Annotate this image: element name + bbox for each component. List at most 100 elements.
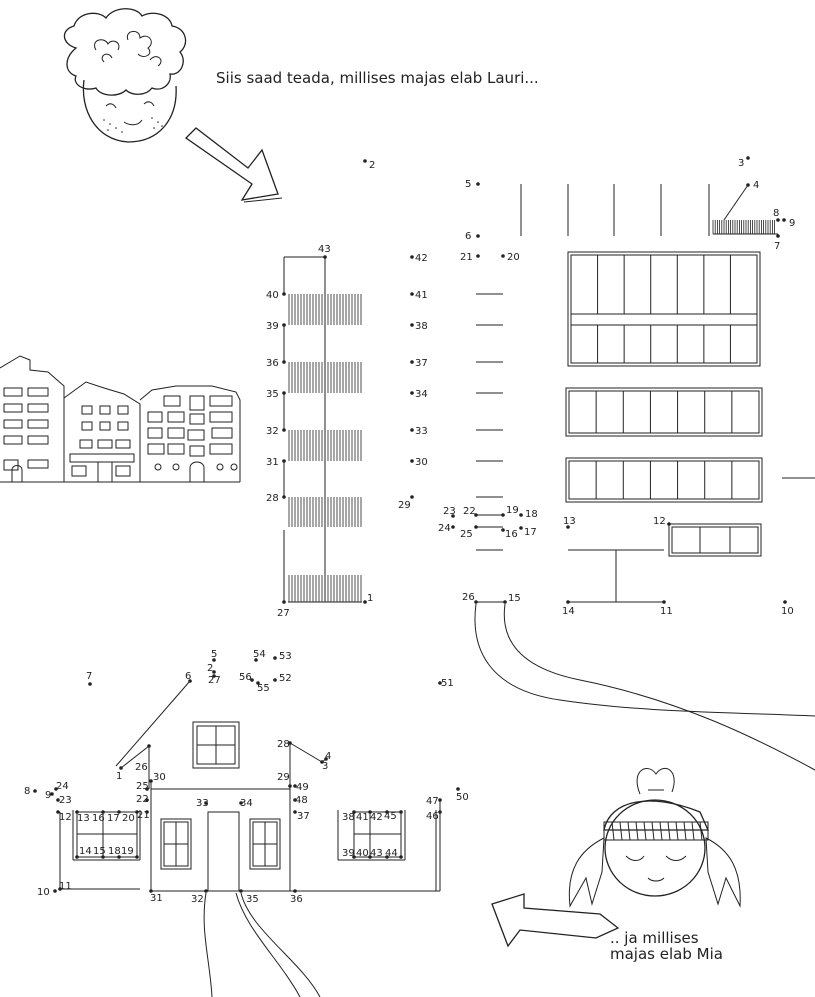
dot-marker[interactable] bbox=[54, 787, 58, 791]
dot-marker[interactable] bbox=[145, 787, 149, 791]
dot-marker[interactable] bbox=[293, 889, 297, 893]
dot-marker[interactable] bbox=[293, 784, 297, 788]
dot-marker[interactable] bbox=[410, 391, 414, 395]
bottom-dot-17[interactable]: 17 bbox=[107, 810, 121, 824]
top-dot-21[interactable]: 21 bbox=[460, 252, 480, 263]
top-dot-28[interactable]: 28 bbox=[266, 493, 286, 504]
bottom-dot-37[interactable]: 37 bbox=[293, 810, 310, 822]
dot-marker[interactable] bbox=[776, 218, 780, 222]
top-dot-19[interactable]: 19 bbox=[501, 505, 519, 517]
bottom-dot-23[interactable]: 23 bbox=[56, 795, 72, 806]
bottom-dot-16[interactable]: 16 bbox=[92, 810, 105, 824]
dot-marker[interactable] bbox=[501, 513, 505, 517]
dot-marker[interactable] bbox=[239, 889, 243, 893]
bottom-dot-41[interactable]: 41 bbox=[356, 810, 372, 823]
bottom-dot-39[interactable]: 39 bbox=[342, 848, 356, 859]
top-dot-41[interactable]: 41 bbox=[410, 290, 428, 301]
dot-marker[interactable] bbox=[239, 801, 243, 805]
top-dot-31[interactable]: 31 bbox=[266, 457, 286, 468]
top-dot-26[interactable]: 26 bbox=[462, 592, 478, 604]
top-dot-16[interactable]: 16 bbox=[501, 528, 518, 540]
dot-marker[interactable] bbox=[282, 495, 286, 499]
bottom-dot-43[interactable]: 43 bbox=[370, 848, 389, 859]
bottom-dot-1[interactable]: 1 bbox=[116, 766, 123, 782]
top-dot-8[interactable]: 8 bbox=[773, 208, 780, 222]
bottom-dot-36[interactable]: 36 bbox=[290, 889, 303, 905]
bottom-dot-20[interactable]: 20 bbox=[122, 810, 139, 824]
top-dot-14[interactable]: 14 bbox=[562, 600, 575, 617]
dot-marker[interactable] bbox=[501, 254, 505, 258]
bottom-dot-3[interactable]: 3 bbox=[320, 760, 328, 772]
dot-marker[interactable] bbox=[320, 760, 324, 764]
bottom-dot-14[interactable]: 14 bbox=[75, 846, 92, 859]
dot-marker[interactable] bbox=[410, 323, 414, 327]
dot-marker[interactable] bbox=[58, 887, 62, 891]
bottom-dot-12[interactable]: 12 bbox=[56, 810, 72, 823]
top-dot-9[interactable]: 9 bbox=[782, 218, 795, 229]
bottom-dot-28[interactable]: 28 bbox=[277, 739, 292, 750]
dot-marker[interactable] bbox=[438, 810, 442, 814]
bottom-dot-35[interactable]: 35 bbox=[239, 889, 259, 905]
dot-marker[interactable] bbox=[256, 681, 260, 685]
dot-marker[interactable] bbox=[145, 798, 149, 802]
dot-marker[interactable] bbox=[476, 234, 480, 238]
top-dot-37[interactable]: 37 bbox=[410, 358, 428, 369]
dot-marker[interactable] bbox=[476, 254, 480, 258]
dot-marker[interactable] bbox=[662, 600, 666, 604]
dot-marker[interactable] bbox=[503, 600, 507, 604]
top-dot-3[interactable]: 3 bbox=[738, 156, 750, 169]
dot-marker[interactable] bbox=[250, 678, 254, 682]
dot-marker[interactable] bbox=[410, 459, 414, 463]
top-dot-12[interactable]: 12 bbox=[653, 516, 671, 527]
dot-marker[interactable] bbox=[385, 855, 389, 859]
dot-marker[interactable] bbox=[519, 526, 523, 530]
bottom-dot-45[interactable]: 45 bbox=[384, 810, 403, 822]
bottom-dot-53[interactable]: 53 bbox=[273, 651, 292, 662]
bottom-dot-25[interactable]: 25 bbox=[136, 781, 149, 792]
bottom-dot-27[interactable]: 27 bbox=[208, 674, 221, 686]
bottom-dot-32[interactable]: 32 bbox=[191, 889, 208, 905]
bottom-dot-19[interactable]: 19 bbox=[121, 846, 139, 859]
dot-marker[interactable] bbox=[293, 798, 297, 802]
bottom-dot-6[interactable]: 6 bbox=[185, 671, 192, 683]
dot-marker[interactable] bbox=[566, 600, 570, 604]
dot-marker[interactable] bbox=[212, 670, 216, 674]
dot-marker[interactable] bbox=[56, 810, 60, 814]
bottom-dot-47[interactable]: 47 bbox=[426, 796, 442, 807]
dot-marker[interactable] bbox=[188, 679, 192, 683]
bottom-dot-40[interactable]: 40 bbox=[356, 848, 372, 859]
dot-marker[interactable] bbox=[135, 810, 139, 814]
dot-marker[interactable] bbox=[438, 798, 442, 802]
top-dot-22[interactable]: 22 bbox=[463, 506, 478, 517]
top-dot-39[interactable]: 39 bbox=[266, 321, 286, 332]
dot-marker[interactable] bbox=[410, 292, 414, 296]
top-dot-32[interactable]: 32 bbox=[266, 426, 286, 437]
top-dot-2[interactable]: 2 bbox=[363, 159, 375, 171]
dot-marker[interactable] bbox=[410, 360, 414, 364]
bottom-dot-9[interactable]: 9 bbox=[45, 790, 54, 801]
bottom-dot-5[interactable]: 5 bbox=[211, 649, 217, 662]
dot-marker[interactable] bbox=[101, 810, 105, 814]
dot-marker[interactable] bbox=[566, 525, 570, 529]
dot-marker[interactable] bbox=[282, 459, 286, 463]
bottom-dot-7[interactable]: 7 bbox=[86, 671, 92, 686]
top-dot-5[interactable]: 5 bbox=[465, 179, 480, 190]
dot-marker[interactable] bbox=[776, 234, 780, 238]
bottom-dot-29[interactable]: 29 bbox=[277, 772, 292, 788]
dot-marker[interactable] bbox=[501, 528, 505, 532]
dot-marker[interactable] bbox=[783, 600, 787, 604]
dot-marker[interactable] bbox=[324, 757, 328, 761]
bottom-dot-48[interactable]: 48 bbox=[293, 795, 308, 806]
dot-marker[interactable] bbox=[399, 855, 403, 859]
dot-marker[interactable] bbox=[50, 792, 54, 796]
dot-marker[interactable] bbox=[75, 855, 79, 859]
bottom-dot-24[interactable]: 24 bbox=[54, 781, 69, 792]
top-dot-7[interactable]: 7 bbox=[774, 234, 780, 252]
dot-marker[interactable] bbox=[282, 323, 286, 327]
dot-marker[interactable] bbox=[53, 889, 57, 893]
top-dot-10[interactable]: 10 bbox=[781, 600, 794, 617]
dot-marker[interactable] bbox=[212, 674, 216, 678]
top-dot-29[interactable]: 29 bbox=[398, 495, 414, 511]
dot-marker[interactable] bbox=[135, 855, 139, 859]
bottom-dot-55[interactable]: 55 bbox=[256, 681, 270, 694]
